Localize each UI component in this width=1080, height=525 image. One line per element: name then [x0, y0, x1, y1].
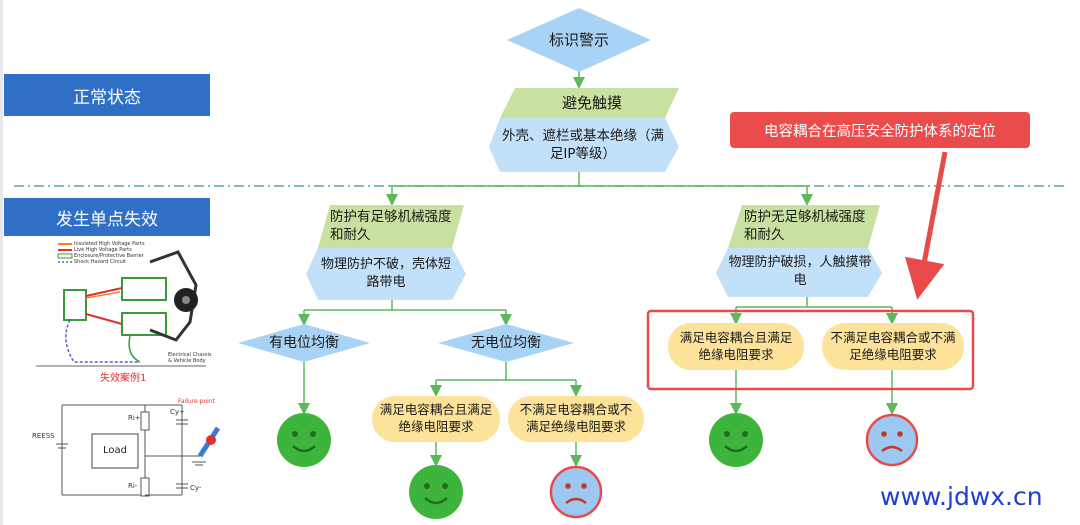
node-meet-right: 满足电容耦合且满足绝缘电阻要求 [679, 329, 793, 362]
positioning-callout: 电容耦合在高压安全防护体系的定位 [730, 112, 1030, 148]
happy-face-icon [709, 413, 763, 467]
node-strong: 防护有足够机械强度和耐久 [330, 208, 452, 243]
circuit-figure [30, 397, 221, 521]
node-avoid-touch: 避免触摸 [561, 93, 622, 112]
strong-trapezoid [318, 205, 464, 248]
node-avoid-touch-desc: 外壳、遮栏或基本绝缘（满足IP等级） [502, 127, 664, 162]
meet-left-pill [372, 396, 500, 442]
node-with-equipotential: 有电位均衡 [269, 334, 339, 351]
ri-plus-label: Ri+ [128, 414, 141, 422]
left-edge [0, 0, 3, 525]
meet-right-pill [668, 323, 804, 370]
sad-face-icon [549, 465, 603, 519]
positioning-highlight-box [646, 309, 975, 391]
stage-band-normal: 正常状态 [4, 74, 210, 116]
weak-trapezoid [728, 205, 880, 248]
avoid-touch-desc-box [489, 118, 679, 172]
reess-label: REESS [32, 432, 55, 440]
node-meet-left: 满足电容耦合且满足绝缘电阻要求 [379, 402, 493, 434]
cy-minus-label: Cy- [190, 484, 202, 492]
sad-face-icon [865, 413, 919, 467]
node-fail-left: 不满足电容耦合或不满足绝缘电阻要求 [519, 402, 633, 434]
node-strong-desc: 物理防护不破，壳体短路带电 [320, 257, 451, 290]
no-equipotential-diamond [438, 324, 574, 362]
legend-shock: Shock Hazard Circuit [74, 259, 126, 265]
with-equipotential-diamond [238, 324, 370, 362]
watermark: www.jdwx.cn [880, 482, 1043, 511]
node-weak-desc: 物理防护破损，人触摸带电 [728, 255, 872, 288]
happy-face-icon [277, 413, 331, 467]
weak-desc-box [716, 248, 882, 297]
happy-face-icon [409, 465, 463, 519]
legend-insulated: Insulated High Voltage Parts [74, 241, 145, 247]
fail-right-pill [822, 323, 964, 370]
failure-case-caption: 失效案例1 [100, 373, 147, 384]
ri-minus-label: Ri- [128, 482, 138, 490]
failure-point-label: Failure point [178, 398, 215, 405]
load-label: Load [103, 445, 127, 456]
warning-diamond [507, 8, 651, 72]
legend-live: Live High Voltage Parts [74, 247, 132, 253]
node-fail-right: 不满足电容耦合或不满足绝缘电阻要求 [830, 329, 956, 362]
avoid-touch-trapezoid [500, 88, 679, 118]
cy-plus-label: Cy+ [170, 408, 185, 416]
callout-arrow [904, 151, 948, 300]
node-weak: 防护无足够机械强度和耐久 [744, 208, 866, 243]
node-no-equipotential: 无电位均衡 [471, 334, 541, 351]
legend-enclosure: Enclosure/Protective Barrier [74, 253, 144, 259]
chassis-label: Electrical Chassis & Vehicle Body [168, 352, 212, 364]
strong-desc-box [306, 248, 466, 300]
stage-band-failure: 发生单点失效 [4, 198, 210, 236]
node-warning: 标识警示 [548, 30, 609, 49]
failure-case-figure [26, 240, 216, 382]
connectors [298, 64, 898, 467]
fail-left-pill [508, 396, 644, 442]
